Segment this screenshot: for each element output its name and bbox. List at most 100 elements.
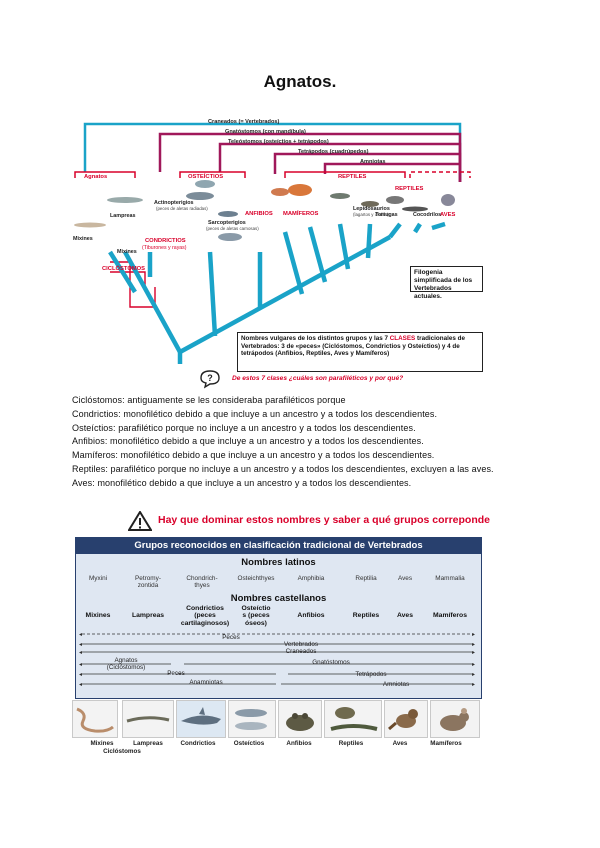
castellano-cell: Reptiles <box>352 612 380 619</box>
clade-craneados: Craneados (= Vertebrados) <box>208 119 279 125</box>
classification-table: Grupos reconocidos en clasificación trad… <box>75 537 482 699</box>
question-bubble-icon: ? <box>200 370 220 389</box>
warning-icon <box>127 510 153 531</box>
line-label-vertebrados: Vertebrados <box>284 641 318 648</box>
svg-text:▸: ▸ <box>472 672 475 678</box>
line-label-anamniotas: Anamniotas <box>189 679 223 686</box>
raton-image <box>430 700 480 738</box>
warning-text: Hay que dominar estos nombres y saber a … <box>158 514 491 526</box>
group-reptiles: REPTILES <box>395 186 423 192</box>
answers-block: Ciclóstomos: antiguamente se les conside… <box>72 394 532 491</box>
clade-gnatostomos: Gnatóstomos (con mandíbula) <box>225 129 306 135</box>
names-box-text-2: tradicionales de Vertebrados: 3 de «pece… <box>241 335 465 358</box>
animal-label: Mixines <box>90 740 114 747</box>
answer-line: Reptiles: parafilético porque no incluye… <box>72 463 494 474</box>
svg-text:◂: ◂ <box>79 650 82 656</box>
animal-label: Reptiles <box>338 740 364 747</box>
taxon-actinopterigios: Actinopterigios <box>154 200 194 206</box>
rana-image <box>278 700 322 738</box>
svg-text:▸: ▸ <box>472 642 475 648</box>
svg-text:◂: ◂ <box>79 662 82 668</box>
warning-banner: Hay que dominar estos nombres y saber a … <box>127 510 490 533</box>
latin-cell: Petromy-zontida <box>135 575 161 590</box>
line-label-gnatostomos: Gnatóstomos <box>312 659 350 666</box>
castellano-cell: Mamíferos <box>433 612 467 619</box>
latin-cell: Chondrich-thyes <box>186 575 218 590</box>
phylogeny-figure: Craneados (= Vertebrados) Gnatóstomos (c… <box>70 112 482 370</box>
reptiles-image <box>324 700 382 738</box>
group-anfibios: ANFIBIOS <box>245 211 273 217</box>
latin-cell: Mammalia <box>435 575 465 582</box>
castellano-cell: Lampreas <box>131 612 165 619</box>
svg-text:▸: ▸ <box>472 632 475 638</box>
svg-text:◂: ◂ <box>79 642 82 648</box>
svg-text:◂: ◂ <box>79 632 82 638</box>
latin-cell: Reptilia <box>355 575 377 582</box>
line-label-peces: Peces <box>222 634 240 641</box>
phylogeny-caption: Filogenia simplificada de los Vertebrado… <box>410 266 483 300</box>
line-label-agnatos: Agnatos <box>114 657 138 664</box>
names-box-red: CLASES <box>389 335 416 342</box>
svg-text:▸: ▸ <box>472 662 475 668</box>
taxon-lepidosaurios-sub: (lagartos y ofidios) <box>353 212 389 217</box>
tiburon-image <box>176 700 226 738</box>
latin-cell: Osteichthyes <box>237 575 275 582</box>
animal-label: Mamíferos <box>430 740 462 747</box>
ave-image <box>384 700 428 738</box>
taxon-actinopterigios-sub: (peces de aletas radiadas) <box>156 206 208 211</box>
answer-line: Mamíferos: monofilético debido a que inc… <box>72 450 435 461</box>
answer-line: Osteíctios: parafilético porque no inclu… <box>72 422 416 433</box>
group-aves: AVES <box>440 212 455 218</box>
clade-teleostomos: Teleóstomos (osteíctios + tetrápodos) <box>228 139 329 145</box>
castellano-cell: Condrictios (peces cartilaginosos) <box>180 605 230 627</box>
group-osteictios: OSTEÍCTIOS <box>188 172 223 180</box>
svg-text:?: ? <box>207 373 213 383</box>
animal-silhouettes <box>74 180 455 241</box>
line-label-craneados: Craneados <box>285 648 317 655</box>
animal-label: Osteíctios <box>233 740 265 747</box>
svg-text:▸: ▸ <box>472 682 475 688</box>
lamprea-image <box>122 700 174 738</box>
latin-cell: Amphibia <box>297 575 325 582</box>
names-box-text-1: Nombres vulgares de los distintos grupos… <box>241 335 390 342</box>
svg-text:◂: ◂ <box>79 682 82 688</box>
taxon-tortugas: Tortugas <box>375 212 398 218</box>
clade-tetrapodos: Tetrápodos (cuadrúpedos) <box>298 149 369 155</box>
group-agnatos: Agnatos <box>84 174 107 180</box>
latin-cell: Aves <box>397 575 413 582</box>
taxon-lepidosaurios: Lepidosaurios <box>353 206 390 212</box>
taxon-lampreas: Lampreas <box>110 213 135 219</box>
answer-line: Aves: monofilético debido a que incluye … <box>72 477 412 488</box>
names-box: Nombres vulgares de los distintos grupos… <box>237 332 483 372</box>
castellano-cell: Anfibios <box>297 612 325 619</box>
taxon-sarcopterigios: Sarcopterigios <box>208 220 246 226</box>
taxon-mixines2: Mixines <box>117 249 137 255</box>
line-label-tetrapodos: Tetrápodos <box>355 671 387 678</box>
taxon-mixines: Mixines <box>73 236 93 242</box>
table-header: Grupos reconocidos en clasificación trad… <box>76 538 481 554</box>
castellano-title: Nombres castellanos <box>230 593 327 604</box>
group-ciclostomos: CICLÓSTOMOS <box>102 264 145 272</box>
range-lines: ◂▸ ◂▸ ◂▸ ◂▸ ◂▸ ◂▸ <box>79 632 475 688</box>
svg-text:▸: ▸ <box>472 650 475 656</box>
mixine-image <box>72 700 118 738</box>
question-text: De estos 7 clases ¿cuáles son parafiléti… <box>232 375 404 382</box>
group-mamiferos: MAMÍFEROS <box>283 209 319 217</box>
group-reptiles-top: REPTILES <box>338 174 366 180</box>
answer-line: Condrictios: monofilético debido a que i… <box>72 408 438 419</box>
group-condrictios: CONDRICTIOS <box>145 238 186 244</box>
latin-cell: Myxini <box>88 575 108 582</box>
animals-row <box>72 700 480 738</box>
page-title: Agnatos. <box>263 72 337 91</box>
animal-label: Lampreas <box>133 740 163 747</box>
group-condrictios-sub: (Tiburones y rayas) <box>142 245 187 251</box>
castellano-cell: Mixines <box>85 612 111 619</box>
taxon-sarcopterigios-sub: (peces de aletas carnosas) <box>206 226 259 231</box>
answer-line: Ciclóstomos: antiguamente se les conside… <box>72 395 346 405</box>
animal-label: Condrictios <box>180 740 216 747</box>
line-label-amniotas: Amniotas <box>382 681 410 688</box>
castellano-cell: Osteíctio s (peces óseos) <box>241 605 271 627</box>
line-label-peces2: Peces <box>167 670 185 677</box>
latin-title: Nombres latinos <box>241 557 316 568</box>
phylogeny-tree: Craneados (= Vertebrados) Gnatóstomos (c… <box>73 119 471 364</box>
